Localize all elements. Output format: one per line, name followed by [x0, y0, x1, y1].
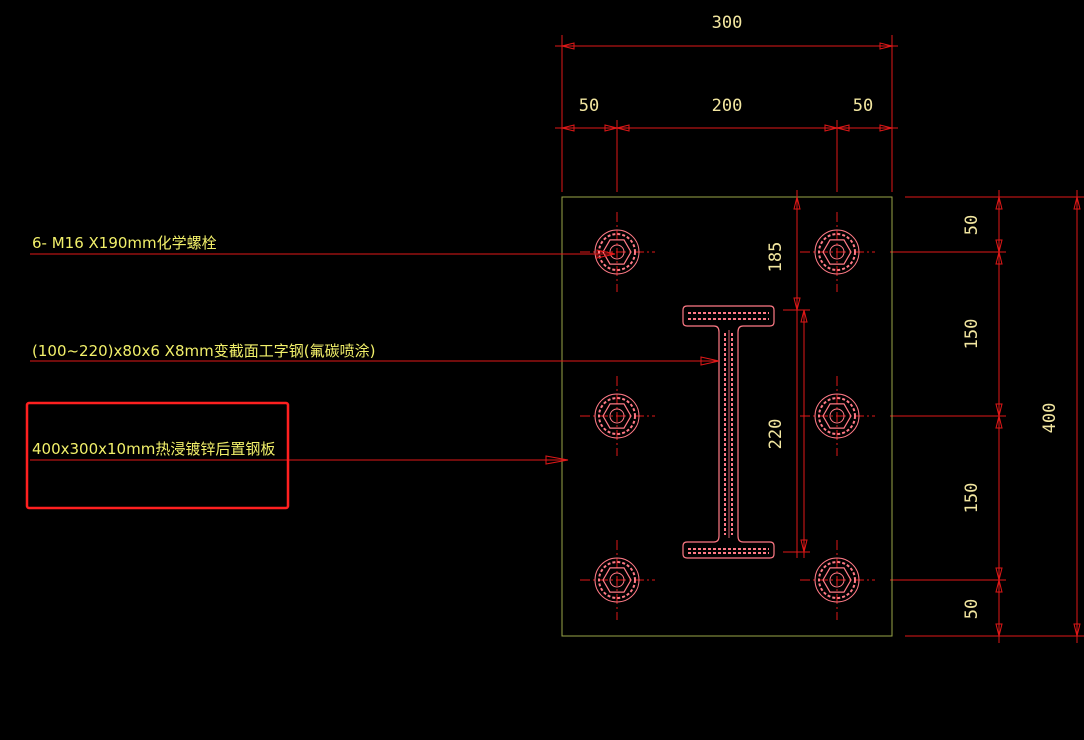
- dim-inner-web: 220: [766, 419, 786, 450]
- bolt: [814, 229, 860, 275]
- dim-right-total: 400: [1040, 403, 1060, 434]
- highlight-box: [25, 401, 290, 510]
- annotation-beam: (100~220)x80x6 X8mm变截面工字钢(氟碳喷涂): [32, 342, 375, 360]
- dim-right-middle-upper: 150: [962, 319, 982, 350]
- annotation-plate: 400x300x10mm热浸镀锌后置钢板: [32, 440, 275, 458]
- dim-right-top: 50: [962, 215, 982, 235]
- i-beam-section: [682, 305, 775, 559]
- dim-top-total: 300: [712, 13, 743, 33]
- right-total-arrows: [1073, 196, 1081, 637]
- top-parts-arrows: [561, 124, 893, 132]
- top-dimension-group: 300 50 200 50: [555, 13, 898, 192]
- bolt: [594, 393, 640, 439]
- dim-top-middle: 200: [712, 96, 743, 116]
- dim-top-left: 50: [579, 96, 599, 116]
- leader-beam-arrow: [700, 356, 720, 366]
- dim-right-bottom: 50: [962, 599, 982, 619]
- top-total-arrows: [561, 42, 893, 50]
- bolt: [594, 557, 640, 603]
- inner-dimension-group: 185 220: [766, 190, 810, 558]
- leader-plate-arrow: [545, 455, 569, 465]
- right-dimension-group: 50 150 150 50 400: [890, 190, 1084, 643]
- bolt-centerlines: [580, 212, 875, 620]
- bolt: [594, 229, 640, 275]
- inner-arrows: [793, 196, 808, 553]
- annotation-bolts: 6- M16 X190mm化学螺栓: [32, 234, 217, 252]
- leader-bolts-arrow: [596, 249, 616, 259]
- dim-inner-upper: 185: [766, 242, 786, 273]
- bolt: [814, 557, 860, 603]
- bolt: [814, 393, 860, 439]
- leader-lines: [30, 249, 720, 465]
- dim-right-middle-lower: 150: [962, 483, 982, 514]
- dim-top-right: 50: [853, 96, 873, 116]
- steel-plate-outline: [561, 196, 893, 637]
- right-parts-arrows: [995, 196, 1003, 637]
